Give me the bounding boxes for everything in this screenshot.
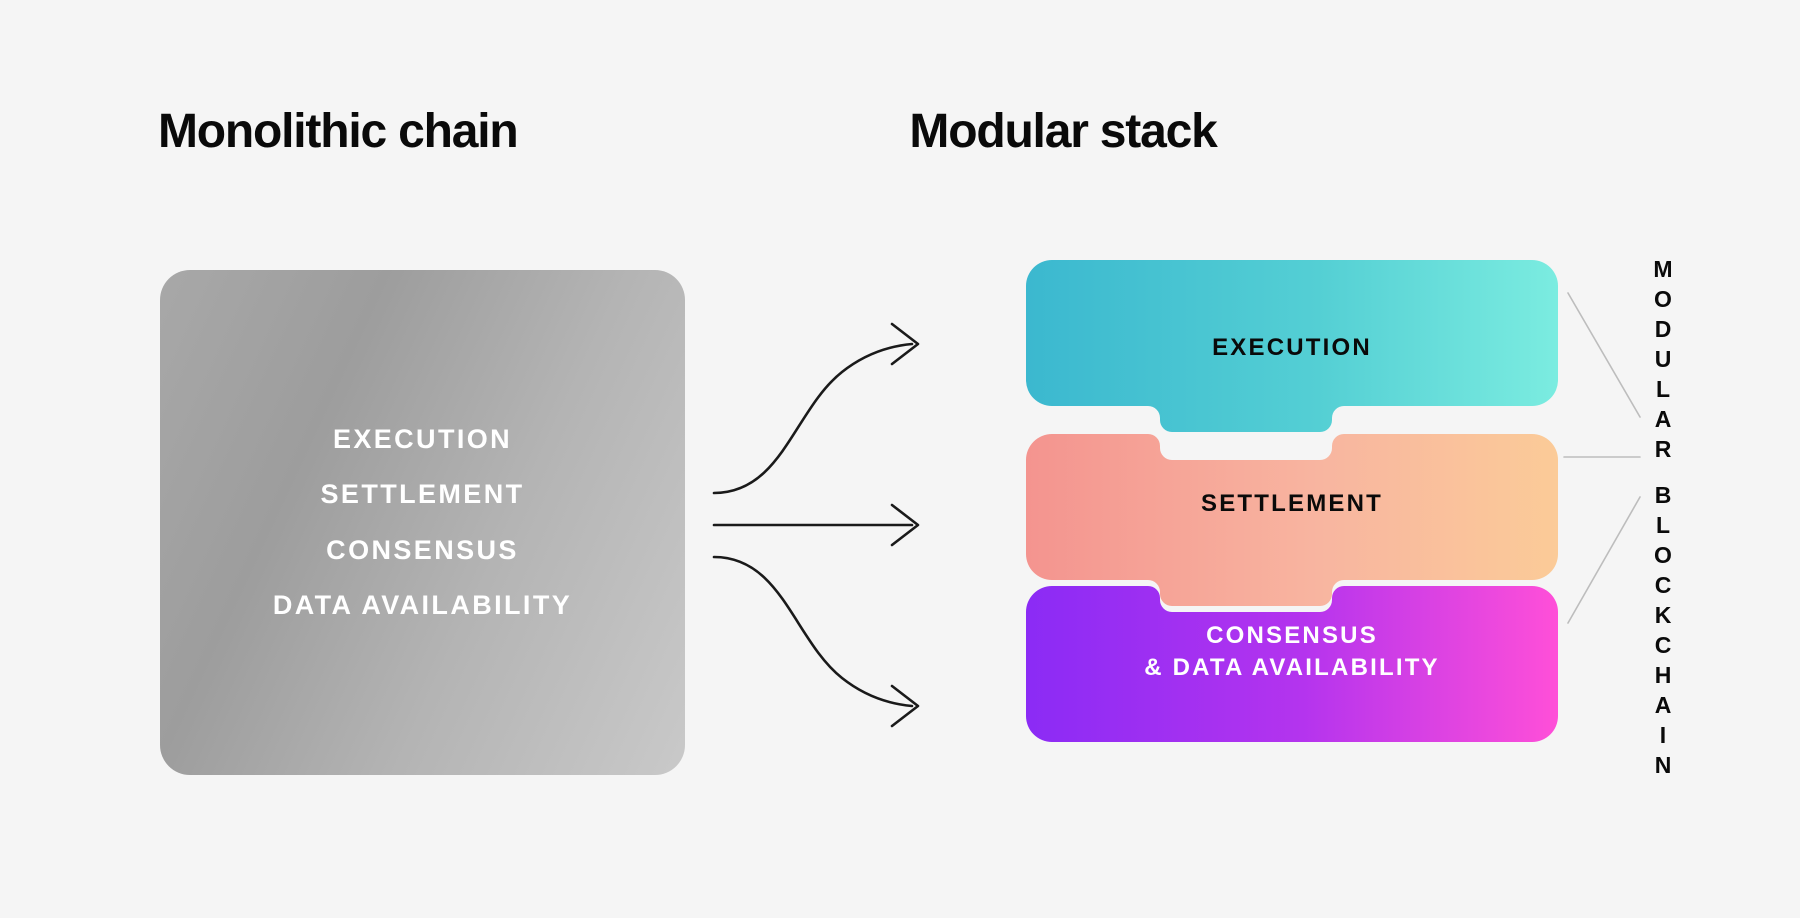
- side-label-char: M: [1653, 256, 1673, 282]
- arrow-group: [712, 322, 920, 728]
- side-label-char: U: [1654, 346, 1672, 372]
- side-label-char: D: [1654, 316, 1672, 342]
- monolithic-layer-consensus: CONSENSUS: [326, 534, 519, 565]
- arrow-to-consensus: [712, 555, 920, 728]
- arrow-to-settlement: [712, 503, 920, 547]
- monolithic-layer-execution: EXECUTION: [332, 423, 513, 454]
- side-label-char: A: [1654, 406, 1672, 432]
- side-label-char: L: [1655, 376, 1671, 402]
- monolithic-layer-data-availability: DATA AVAILABILITY: [272, 589, 573, 620]
- side-label-char: C: [1654, 632, 1672, 658]
- side-label-char: B: [1654, 482, 1672, 508]
- monolithic-layer-settlement: SETTLEMENT: [320, 479, 525, 510]
- side-label-char: R: [1654, 436, 1672, 462]
- monolithic-chain-box: EXECUTION SETTLEMENT CONSENSUS DATA AVAI…: [160, 270, 685, 775]
- bracket-line-top: [1567, 292, 1641, 418]
- side-label-char: K: [1654, 602, 1672, 628]
- side-label-char: N: [1654, 752, 1672, 778]
- bracket-line-bottom: [1567, 496, 1641, 624]
- side-label-char: A: [1654, 692, 1672, 718]
- side-label-char: H: [1654, 662, 1672, 688]
- settlement-block[interactable]: [1026, 418, 1558, 606]
- modular-stack-title: Modular stack: [909, 105, 1217, 158]
- consensus-block[interactable]: [1026, 570, 1558, 742]
- execution-block-label: EXECUTION: [1212, 334, 1372, 361]
- monolithic-chain-title: Monolithic chain: [158, 105, 519, 158]
- side-label-char: L: [1655, 512, 1671, 538]
- side-label-char: O: [1654, 542, 1672, 568]
- side-label-char: I: [1659, 722, 1667, 748]
- arrow-to-execution: [712, 322, 920, 495]
- modular-stack: EXECUTION SETTLEMENT: [1026, 260, 1558, 780]
- consensus-block-label: CONSENSUS & DATA AVAILABILITY: [1144, 622, 1440, 681]
- execution-block[interactable]: [1026, 260, 1558, 432]
- side-label-char: O: [1654, 286, 1672, 312]
- side-label-char: C: [1654, 572, 1672, 598]
- settlement-block-label: SETTLEMENT: [1201, 490, 1383, 517]
